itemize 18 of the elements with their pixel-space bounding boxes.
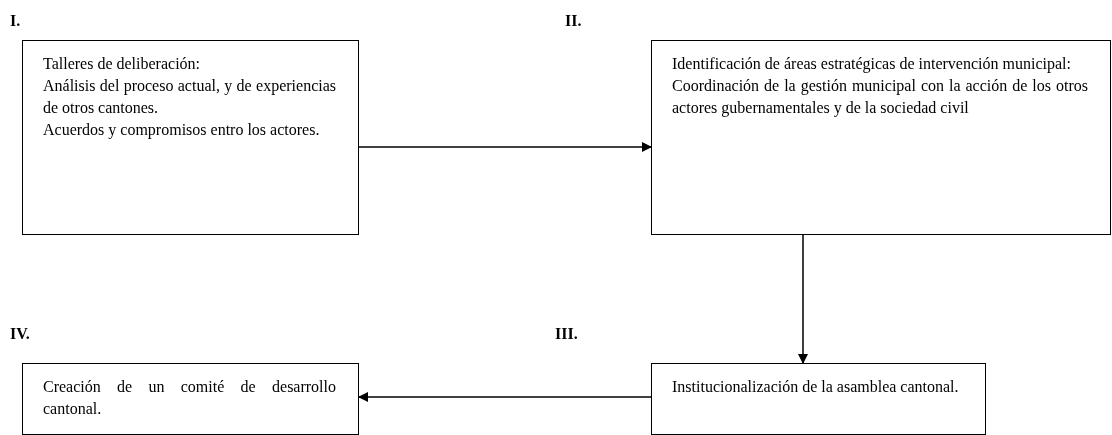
step-number: IV.: [10, 325, 30, 343]
box-text: Institucionalización de la asamblea cantonal.: [672, 377, 960, 397]
arrow: [358, 392, 652, 402]
step-number: III.: [555, 325, 578, 343]
step-number: II.: [565, 12, 582, 30]
box-text: Identificación de áreas estratégicas de intervención municipal:: [672, 54, 1072, 75]
process-box: [651, 363, 986, 435]
box-text: Acuerdos y compromisos entro los actores.: [43, 120, 321, 141]
process-box: [22, 40, 359, 235]
box-text: Creación de un comité de desarrollo cantonal.: [43, 377, 336, 419]
box-text: Análisis del proceso actual, y de experiencias de otros cantones.: [43, 76, 336, 118]
process-box: [22, 363, 359, 435]
arrow: [798, 234, 808, 364]
process-box: [651, 40, 1111, 235]
step-number: I.: [10, 12, 21, 30]
arrow: [358, 142, 652, 152]
box-text: Talleres de deliberación:: [43, 54, 202, 74]
box-text: Coordinación de la gestión municipal con la acción de los otros actores gubernamentales y de la sociedad civil: [672, 76, 1088, 119]
